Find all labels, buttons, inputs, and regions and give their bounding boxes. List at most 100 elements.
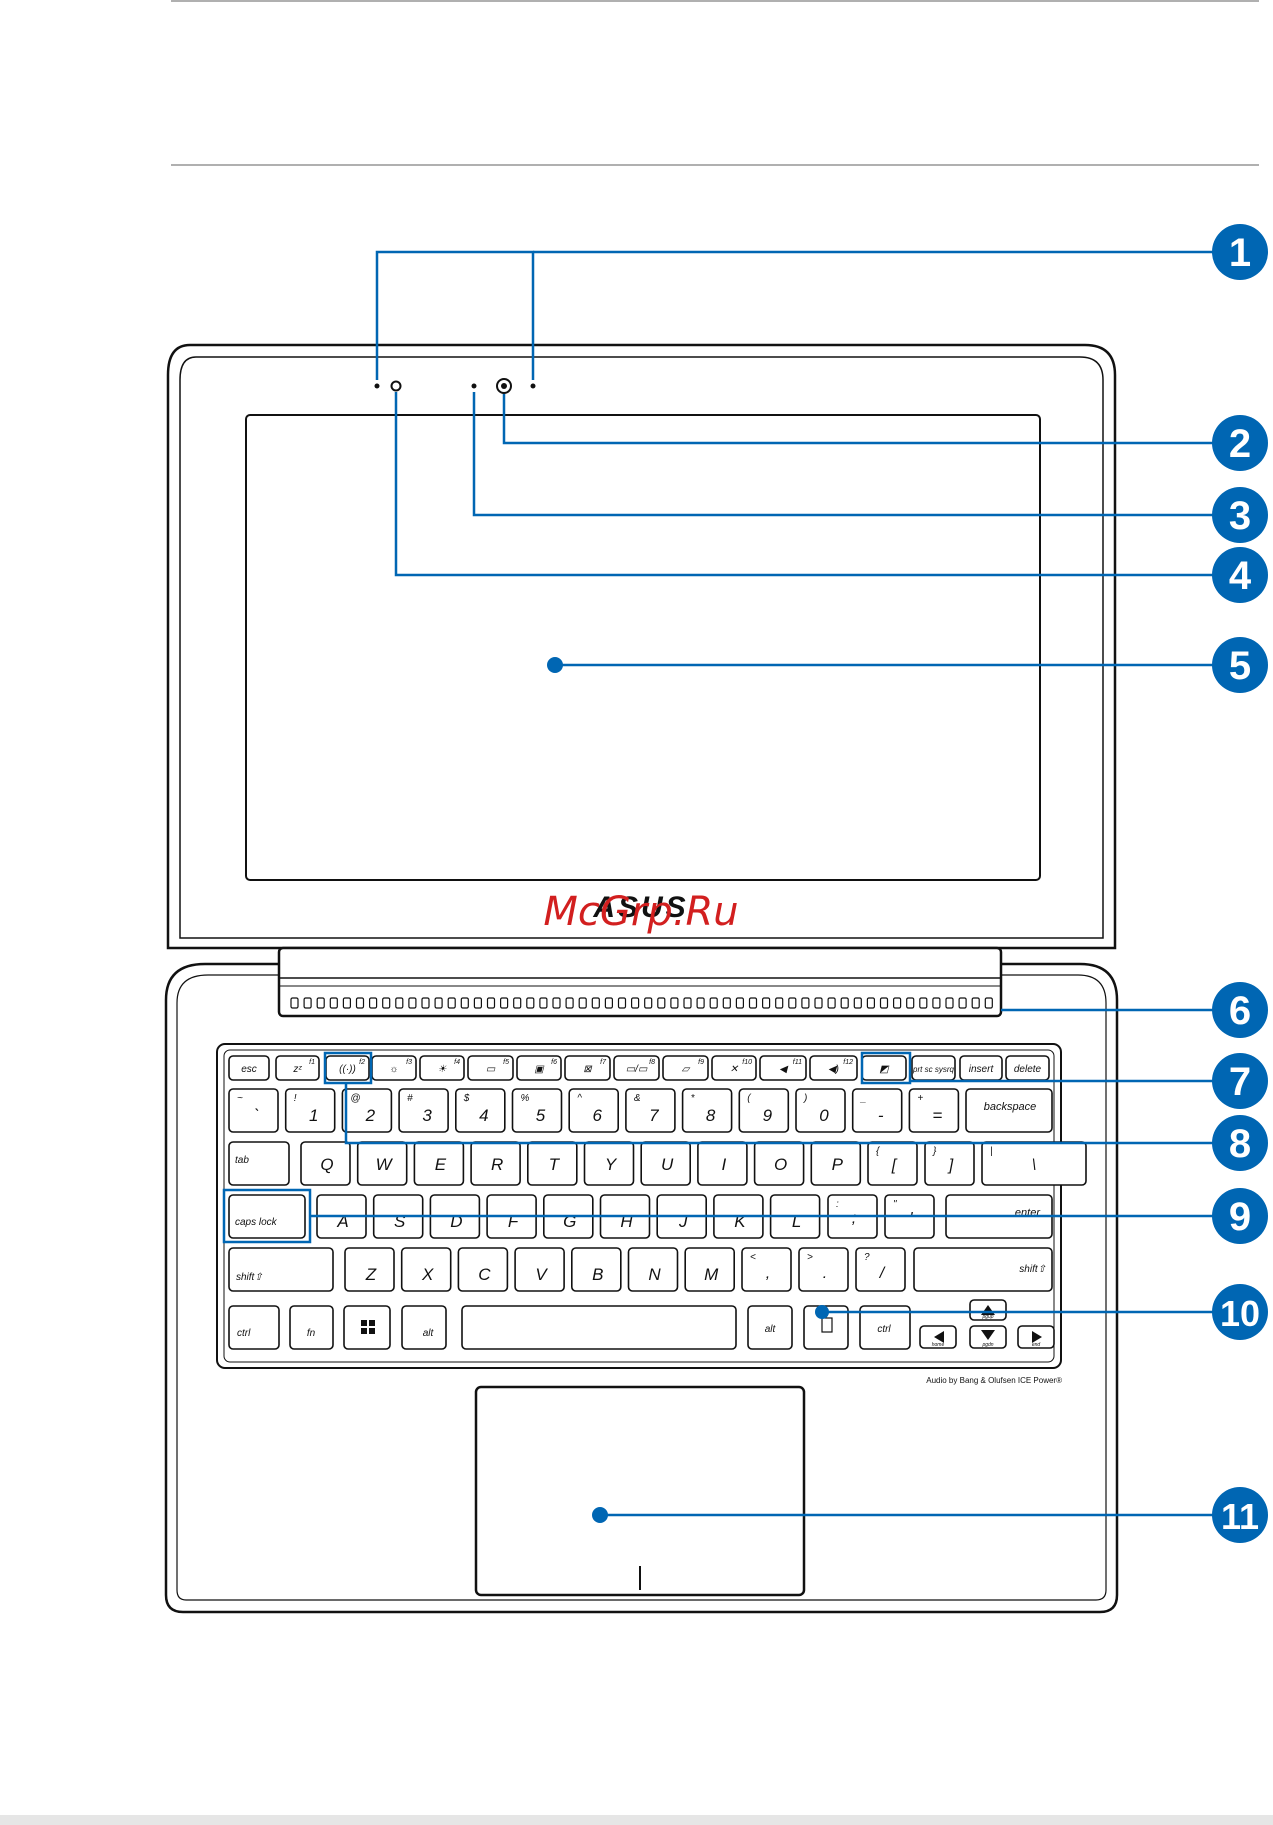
key-main-label: 3 xyxy=(422,1106,432,1125)
key-punct5-1[interactable]: >. xyxy=(798,1247,849,1292)
key-z[interactable]: Z xyxy=(344,1247,395,1292)
vent-slot xyxy=(342,997,351,1009)
key-t[interactable]: T xyxy=(526,1141,578,1186)
key-tab[interactable]: tab xyxy=(228,1141,290,1186)
key-bracket-2[interactable]: |\ xyxy=(981,1141,1087,1186)
key-f-row-11[interactable]: ◀f11 xyxy=(759,1055,807,1081)
key-main-label: = xyxy=(932,1106,942,1125)
vent-slot xyxy=(421,997,430,1009)
key-f-row-9-cap xyxy=(662,1055,709,1081)
key-p[interactable]: P xyxy=(810,1141,862,1186)
callout-badge-4: 4 xyxy=(1212,547,1268,603)
key-r[interactable]: R xyxy=(470,1141,521,1186)
key-c[interactable]: C xyxy=(457,1247,509,1292)
key-q[interactable]: Q xyxy=(300,1141,351,1186)
leader-1 xyxy=(375,250,535,380)
key-spacebar[interactable] xyxy=(461,1305,737,1350)
key-backspace[interactable]: backspace xyxy=(965,1088,1053,1133)
key-sublabel: pgdn xyxy=(981,1342,993,1348)
vent-slot xyxy=(473,997,482,1009)
key-f-row-8[interactable]: ▭/▭f8 xyxy=(613,1055,660,1081)
key-num-2[interactable]: @2 xyxy=(341,1088,393,1133)
key-shift-right-cap xyxy=(913,1247,1053,1292)
key-num-3[interactable]: #3 xyxy=(398,1088,449,1133)
key-windows[interactable] xyxy=(343,1305,391,1350)
key-f-row-3[interactable]: ☼f3 xyxy=(371,1055,417,1081)
key-label: tab xyxy=(235,1155,249,1166)
key-num-12[interactable]: += xyxy=(908,1088,960,1133)
key-main-label: 5 xyxy=(536,1106,546,1125)
key-main-label: W xyxy=(376,1155,394,1174)
key-u[interactable]: U xyxy=(640,1141,692,1186)
key-shift-left[interactable]: shift⇧ xyxy=(228,1247,334,1292)
key-f-row-10[interactable]: ✕f10 xyxy=(711,1055,757,1081)
key-f-row-7[interactable]: ⊠f7 xyxy=(564,1055,611,1081)
key-f-row-6[interactable]: ▣f6 xyxy=(516,1055,562,1081)
vent-slot xyxy=(526,997,535,1009)
key-caps-lock[interactable]: caps lock xyxy=(228,1194,306,1239)
camera-icon xyxy=(496,378,512,394)
key-alt-left[interactable]: alt xyxy=(401,1305,447,1350)
key-punct5-0[interactable]: <, xyxy=(741,1247,792,1292)
key-punct5-2[interactable]: ?/ xyxy=(855,1247,906,1292)
key-ctrl-right[interactable]: ctrl xyxy=(859,1305,911,1350)
key-b[interactable]: B xyxy=(570,1247,622,1292)
key-f-row-13[interactable]: ◩ xyxy=(861,1055,907,1081)
key-arrow-right[interactable]: end xyxy=(1017,1325,1055,1349)
key-arrow-down[interactable]: pgdn xyxy=(969,1325,1007,1349)
vent-slot xyxy=(395,997,404,1009)
key-n[interactable]: N xyxy=(627,1247,679,1292)
key-ctrl-left[interactable]: ctrl xyxy=(228,1305,280,1350)
key-f-row-9[interactable]: ▱f9 xyxy=(662,1055,709,1081)
key-f-row-0[interactable]: esc xyxy=(228,1055,270,1081)
key-arrow-up[interactable]: pgup xyxy=(969,1299,1007,1321)
key-alt-right[interactable]: alt xyxy=(747,1305,793,1350)
key-w[interactable]: W xyxy=(356,1141,408,1186)
key-num-8[interactable]: *8 xyxy=(681,1088,733,1133)
callout-circle xyxy=(1212,547,1268,603)
key-f-row-15[interactable]: insert xyxy=(959,1055,1003,1081)
key-num-0[interactable]: ~` xyxy=(228,1088,279,1133)
key-num-5[interactable]: %5 xyxy=(511,1088,563,1133)
key-e[interactable]: E xyxy=(413,1141,465,1186)
key-o[interactable]: O xyxy=(753,1141,805,1186)
key-f-row-14[interactable]: prt sc sysrq xyxy=(911,1055,956,1081)
key-f-row-12[interactable]: ◀)f12 xyxy=(809,1055,858,1081)
key-num-1[interactable]: !1 xyxy=(284,1088,336,1133)
array-microphone-left xyxy=(374,383,380,389)
key-v[interactable]: V xyxy=(514,1247,565,1292)
key-shift-right[interactable]: shift⇧ xyxy=(913,1247,1053,1292)
callout-circle xyxy=(1212,637,1268,693)
key-i[interactable]: I xyxy=(697,1141,748,1186)
key-num-4[interactable]: $4 xyxy=(454,1088,506,1133)
vent-slot xyxy=(644,997,653,1009)
key-y[interactable]: Y xyxy=(583,1141,635,1186)
key-num-9[interactable]: (9 xyxy=(738,1088,790,1133)
key-bracket-0[interactable]: {[ xyxy=(867,1141,918,1186)
vent-slot xyxy=(565,997,574,1009)
key-menu[interactable] xyxy=(803,1305,849,1350)
key-f-row-16[interactable]: delete xyxy=(1005,1055,1050,1081)
key-main-label: Q xyxy=(320,1155,333,1174)
key-f-row-2[interactable]: ((·))f2 xyxy=(325,1055,370,1081)
key-f-row-5[interactable]: ▭f5 xyxy=(467,1055,514,1081)
key-num-7[interactable]: &7 xyxy=(625,1088,676,1133)
key-num-11[interactable]: _- xyxy=(851,1088,903,1133)
page-footer-band xyxy=(0,1815,1273,1825)
callout-badge-9: 9 xyxy=(1212,1188,1268,1244)
key-m[interactable]: M xyxy=(684,1247,736,1292)
key-main-label: P xyxy=(832,1155,844,1174)
key-label: alt xyxy=(423,1328,435,1339)
key-fn[interactable]: fn xyxy=(289,1305,334,1350)
key-num-6[interactable]: ^6 xyxy=(568,1088,620,1133)
leader-4 xyxy=(394,392,1222,577)
key-shift-label: ) xyxy=(803,1093,807,1104)
arrow-down-icon xyxy=(981,1330,995,1340)
key-f-row-4[interactable]: ☀f4 xyxy=(419,1055,465,1081)
key-bracket-1[interactable]: }] xyxy=(924,1141,975,1186)
key-num-10[interactable]: )0 xyxy=(795,1088,846,1133)
key-arrow-left[interactable]: home xyxy=(919,1325,957,1349)
key-x[interactable]: X xyxy=(400,1247,452,1292)
key-m-cap xyxy=(684,1247,736,1292)
